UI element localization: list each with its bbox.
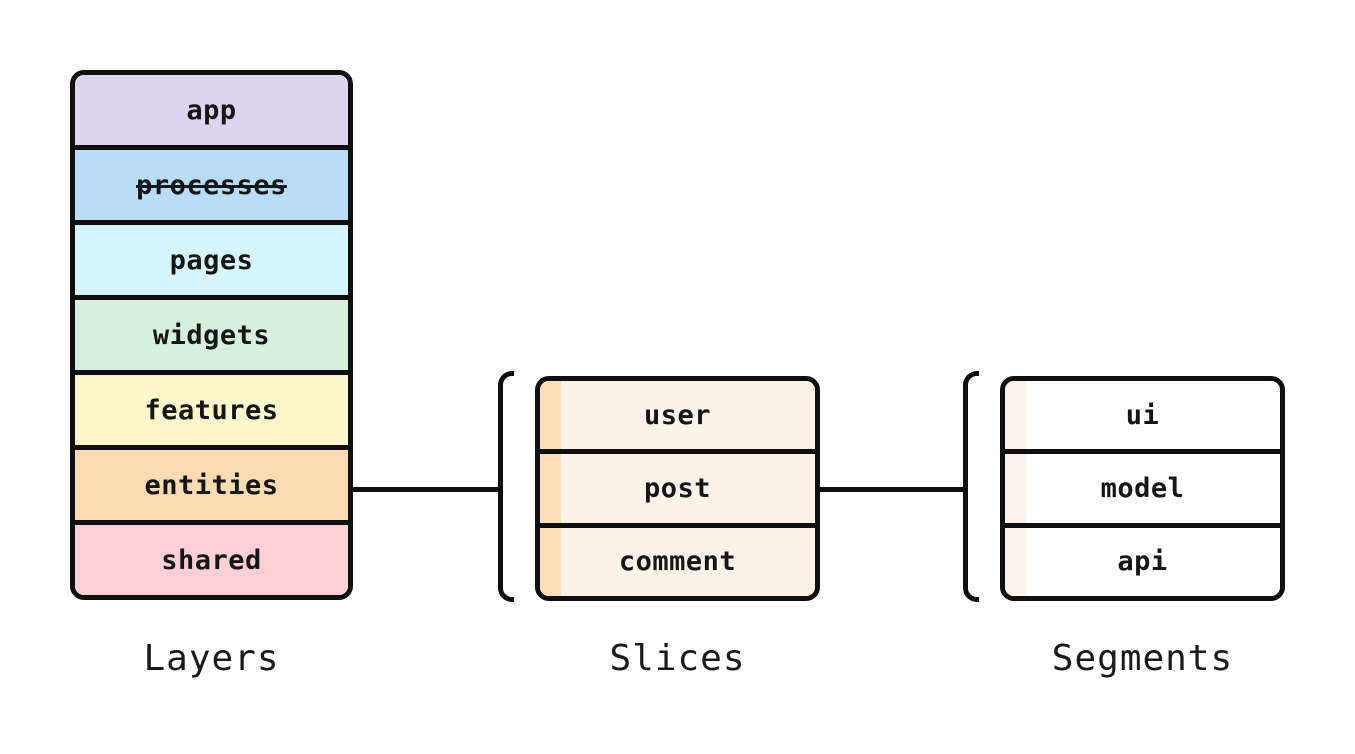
- layer-label-features: features: [144, 394, 279, 426]
- layers-box: app processes pages widgets features ent…: [70, 70, 353, 600]
- connector-layers-to-slices: [352, 487, 498, 492]
- layer-label-app: app: [186, 94, 237, 126]
- slice-accent-stripe: [540, 454, 561, 523]
- slice-row-user: user: [540, 381, 815, 455]
- segment-row-model: model: [1005, 454, 1280, 528]
- layer-label-processes: processes: [136, 169, 287, 201]
- slice-row-post: post: [540, 454, 815, 528]
- layer-label-widgets: widgets: [152, 319, 271, 351]
- segment-row-ui: ui: [1005, 381, 1280, 455]
- segments-group-bracket: [963, 371, 979, 602]
- segment-label-model: model: [1100, 472, 1185, 504]
- segment-accent-stripe: [1005, 454, 1026, 523]
- segment-accent-stripe: [1005, 381, 1026, 450]
- slice-accent-stripe: [540, 527, 561, 596]
- segment-row-api: api: [1005, 527, 1280, 596]
- slice-accent-stripe: [540, 381, 561, 450]
- segments-caption: Segments: [1051, 638, 1234, 679]
- slice-label-user: user: [643, 399, 712, 431]
- slices-group-bracket: [498, 371, 514, 602]
- slices-caption: Slices: [609, 638, 746, 679]
- layer-label-entities: entities: [144, 469, 279, 501]
- layer-row-features: features: [75, 375, 348, 450]
- layer-row-processes: processes: [75, 150, 348, 225]
- segment-accent-stripe: [1005, 527, 1026, 596]
- layer-row-widgets: widgets: [75, 300, 348, 375]
- layer-label-shared: shared: [161, 544, 262, 576]
- slice-row-comment: comment: [540, 527, 815, 596]
- slices-box: user post comment: [535, 376, 820, 601]
- layer-row-pages: pages: [75, 225, 348, 300]
- slice-label-post: post: [643, 472, 712, 504]
- layers-caption: Layers: [143, 638, 280, 679]
- segment-label-api: api: [1117, 546, 1168, 578]
- connector-slices-to-segments: [819, 487, 963, 492]
- segments-box: ui model api: [1000, 376, 1285, 601]
- layer-row-entities: entities: [75, 450, 348, 525]
- segment-label-ui: ui: [1125, 399, 1160, 431]
- layer-label-pages: pages: [169, 244, 254, 276]
- slice-label-comment: comment: [618, 546, 737, 578]
- layer-row-shared: shared: [75, 525, 348, 595]
- layer-row-app: app: [75, 75, 348, 150]
